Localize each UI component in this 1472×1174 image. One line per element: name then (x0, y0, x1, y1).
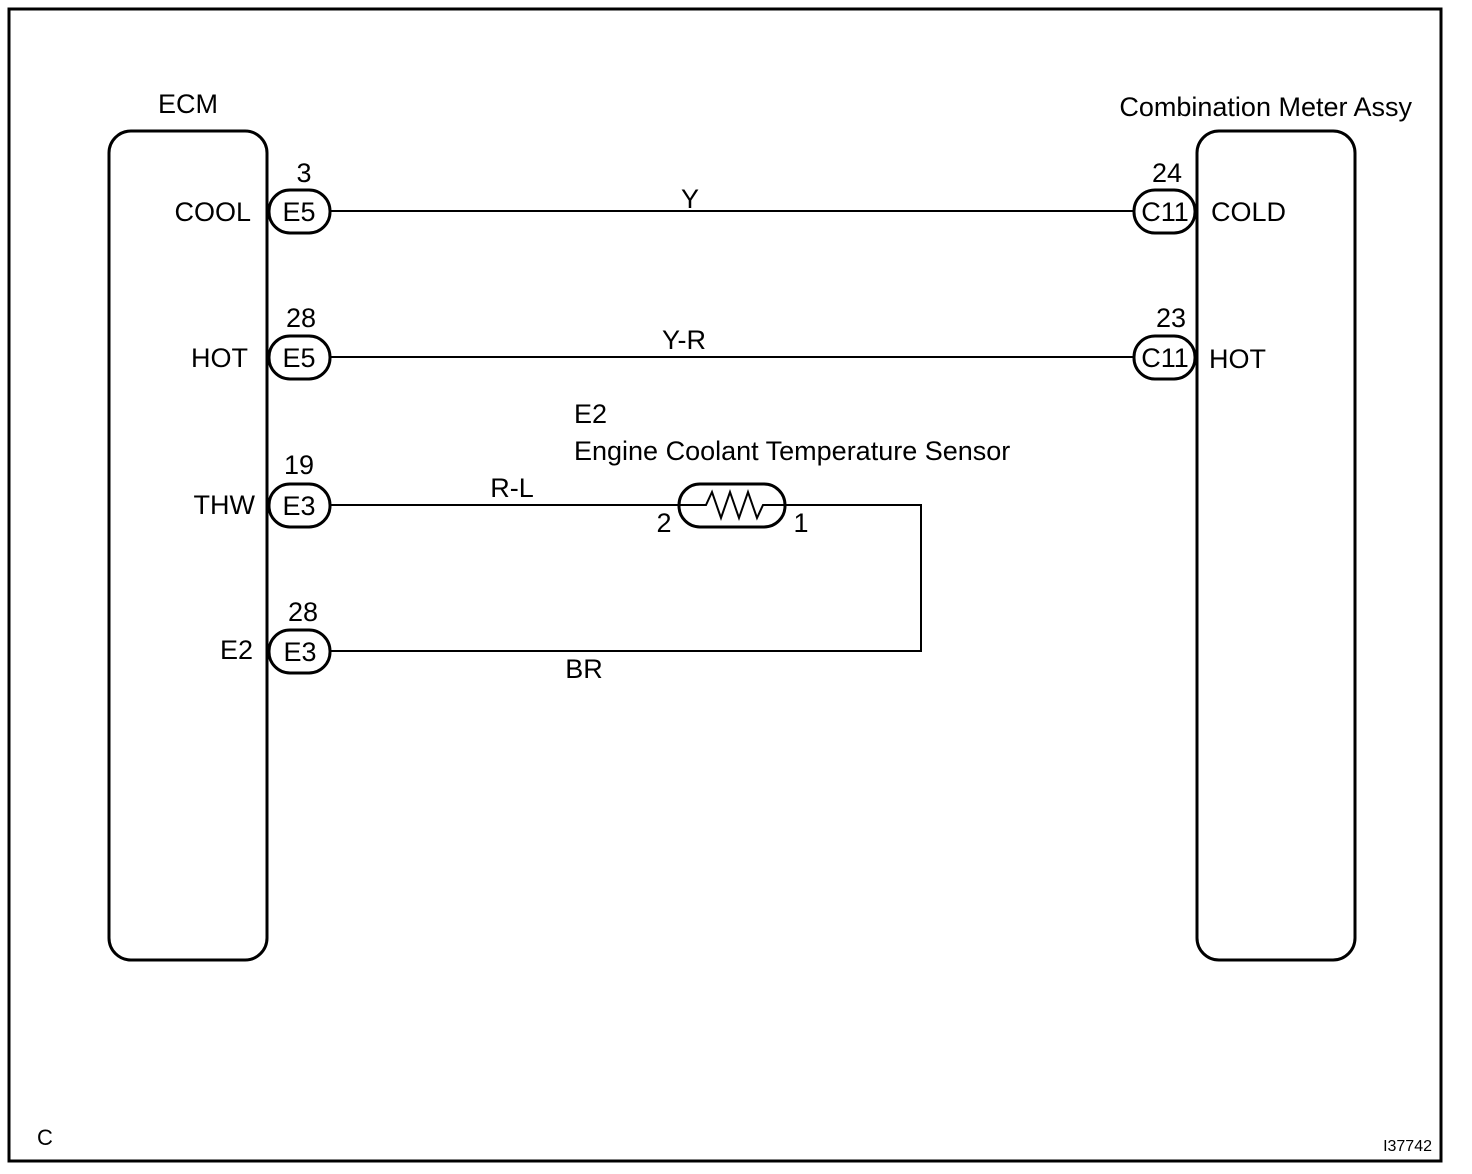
signal-name: COOL (174, 197, 251, 227)
ecm-connector-e2: E3 28 E2 (220, 597, 332, 675)
wire-label-br: BR (565, 654, 603, 684)
connector-code: E5 (282, 197, 315, 227)
pin-number: 23 (1156, 303, 1186, 333)
pin-number: 3 (296, 158, 311, 188)
sensor-code: E2 (574, 399, 607, 429)
connector-plug (267, 628, 332, 675)
connector-plug (267, 334, 332, 381)
connector-plug (1132, 334, 1197, 381)
signal-name: THW (194, 490, 256, 520)
signal-name: COLD (1211, 197, 1286, 227)
pin-number: 28 (288, 597, 318, 627)
ecm-connector-thw: E3 19 THW (194, 450, 332, 529)
pin-number: 28 (286, 303, 316, 333)
pin-number: 19 (284, 450, 314, 480)
resistor-icon (679, 488, 785, 522)
sensor-name: Engine Coolant Temperature Sensor (574, 436, 1010, 466)
connector-code: E3 (283, 637, 316, 667)
corner-letter: C (37, 1125, 53, 1150)
connector-code: C11 (1141, 343, 1189, 373)
ecm-connector-hot: E5 28 HOT (191, 303, 332, 381)
meter-connector-cold: C11 24 COLD (1132, 158, 1286, 235)
pin-number: 24 (1152, 158, 1182, 188)
sensor-pin-right: 1 (793, 508, 808, 538)
connector-plug (267, 482, 332, 529)
connector-plug (1132, 188, 1197, 235)
meter-title: Combination Meter Assy (1119, 92, 1412, 122)
coolant-temp-sensor: E2 Engine Coolant Temperature Sensor 2 1 (574, 399, 1010, 538)
signal-name: E2 (220, 635, 253, 665)
figure-id: I37742 (1383, 1138, 1432, 1155)
ecm-box (107, 129, 269, 962)
connector-code: E5 (282, 343, 315, 373)
wire-sensor-return (331, 504, 922, 652)
signal-name: HOT (191, 343, 248, 373)
meter-connector-hot: C11 23 HOT (1132, 303, 1266, 381)
ecm-title: ECM (158, 89, 218, 119)
connector-code: E3 (282, 491, 315, 521)
wire-label-y: Y (681, 184, 699, 214)
connector-code: C11 (1141, 197, 1189, 227)
ecm-connector-cool: E5 3 COOL (174, 158, 332, 235)
wire-label-y-r: Y-R (662, 325, 706, 355)
signal-name: HOT (1209, 344, 1266, 374)
sensor-pin-left: 2 (656, 508, 671, 538)
wire-label-r-l: R-L (490, 473, 534, 503)
connector-plug (267, 188, 332, 235)
meter-box (1195, 129, 1357, 962)
